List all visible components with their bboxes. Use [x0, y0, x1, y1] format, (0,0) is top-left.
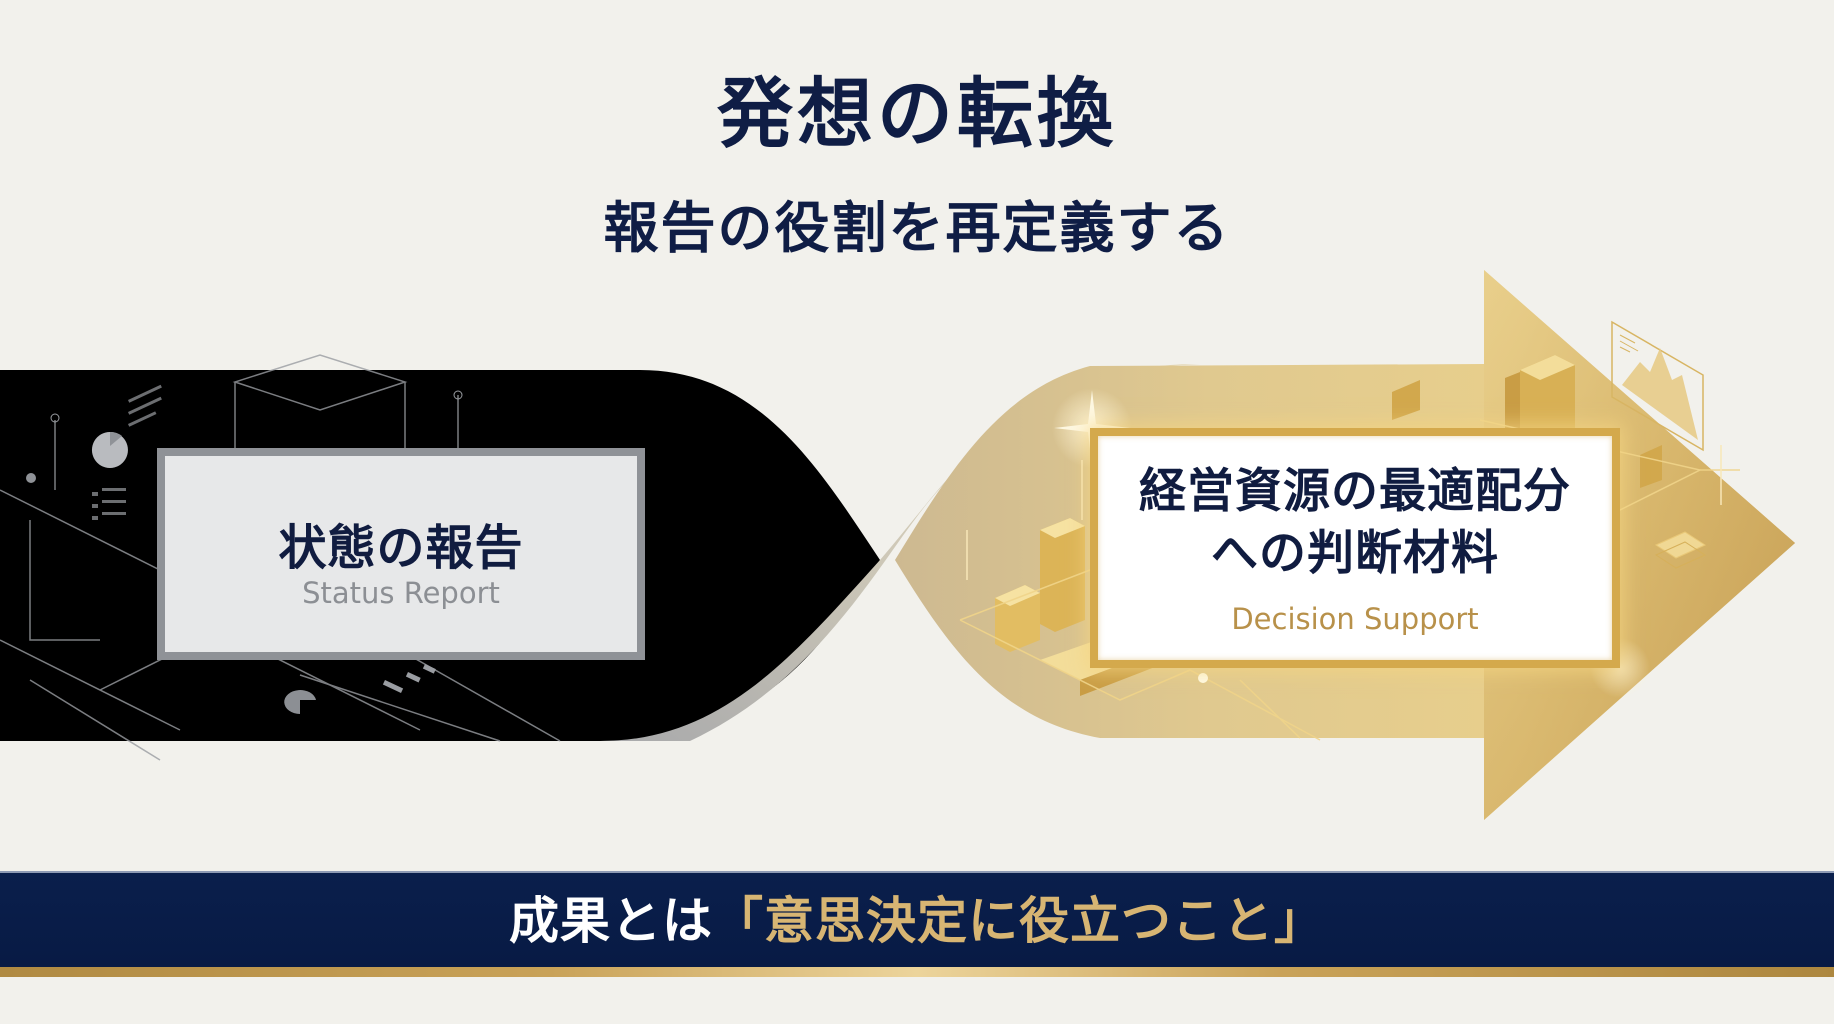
banner-prefix: 成果とは	[509, 892, 713, 950]
status-report-heading: 状態の報告	[278, 520, 524, 576]
pie-chart-icon	[284, 690, 316, 714]
gold-tile-icon	[1654, 531, 1707, 569]
page-subtitle: 報告の役割を再定義する	[603, 196, 1231, 260]
decision-support-heading-line2: への判断材料	[1211, 526, 1499, 581]
banner-quote: 「意思決定に役立つこと」	[713, 892, 1325, 950]
pie-chart-icon	[91, 432, 128, 468]
node-icon	[453, 390, 463, 400]
page-title: 発想の転換	[717, 69, 1117, 158]
status-report-caption: Status Report	[302, 576, 500, 610]
gray-doc-lines-icon	[92, 384, 162, 520]
node-icon	[26, 473, 36, 483]
banner-gold-underline	[0, 967, 1834, 977]
sparkle-dot-icon	[1198, 673, 1208, 683]
bar-dashes-icon	[382, 664, 436, 693]
key-message-banner: 成果とは「意思決定に役立つこと」	[0, 871, 1834, 969]
decision-support-caption: Decision Support	[1231, 602, 1479, 636]
node-icon	[50, 413, 60, 423]
status-report-card: 状態の報告 Status Report	[157, 448, 645, 660]
decision-support-card: 経営資源の最適配分 への判断材料 Decision Support	[1090, 428, 1620, 668]
banner-text: 成果とは「意思決定に役立つこと」	[0, 891, 1834, 951]
area-chart-card-icon	[1611, 320, 1704, 452]
decision-support-heading-line1: 経営資源の最適配分	[1139, 464, 1571, 519]
gold-circuit-lines	[959, 419, 1740, 741]
